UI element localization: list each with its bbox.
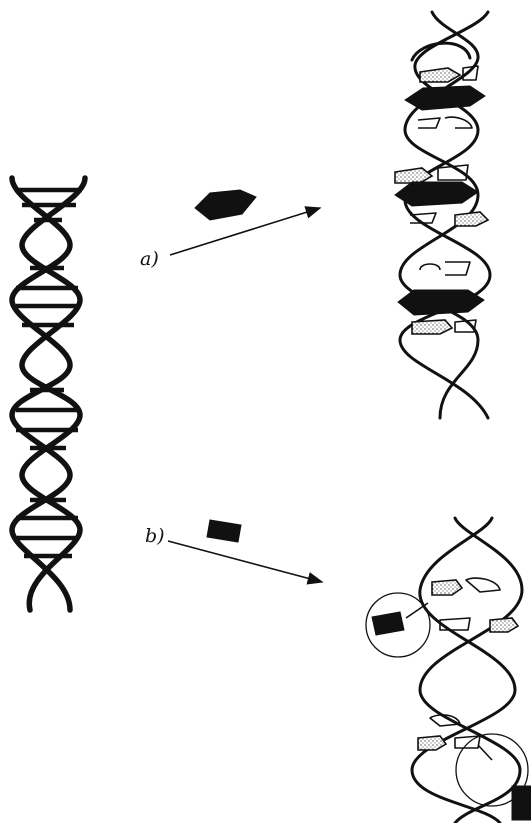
base-stippled [455,212,488,226]
base-outline [420,262,470,275]
base-stippled [420,68,460,82]
binding-pointer [406,603,428,618]
binding-pointer [478,745,492,760]
label-a: a) [140,248,159,270]
base-outline [440,618,470,630]
groove-binder-bound [372,612,404,635]
base-outline [445,117,472,128]
arrow-a [170,208,320,255]
base-outline [418,118,440,128]
intercalator-in-helix [405,86,485,110]
free-dna-helix [12,178,85,610]
arrow-b [168,541,322,582]
groove-binder-molecule-rect [207,520,241,542]
pathway-a: a) [140,190,320,270]
base-stippled [395,168,432,183]
pathway-b: b) [145,520,322,582]
base-outline [466,578,500,592]
intercalator-in-helix [395,182,478,206]
label-b: b) [145,525,165,547]
groove-bound-dna-helix [366,518,531,823]
base-stippled [432,580,462,595]
intercalated-dna-helix [395,12,490,418]
base-stippled [490,618,518,632]
intercalator-in-helix [398,290,484,315]
base-stippled [418,736,446,750]
groove-binder-bound [512,786,531,820]
intercalator-molecule-hexagon [195,190,256,220]
base-stippled [412,320,452,334]
